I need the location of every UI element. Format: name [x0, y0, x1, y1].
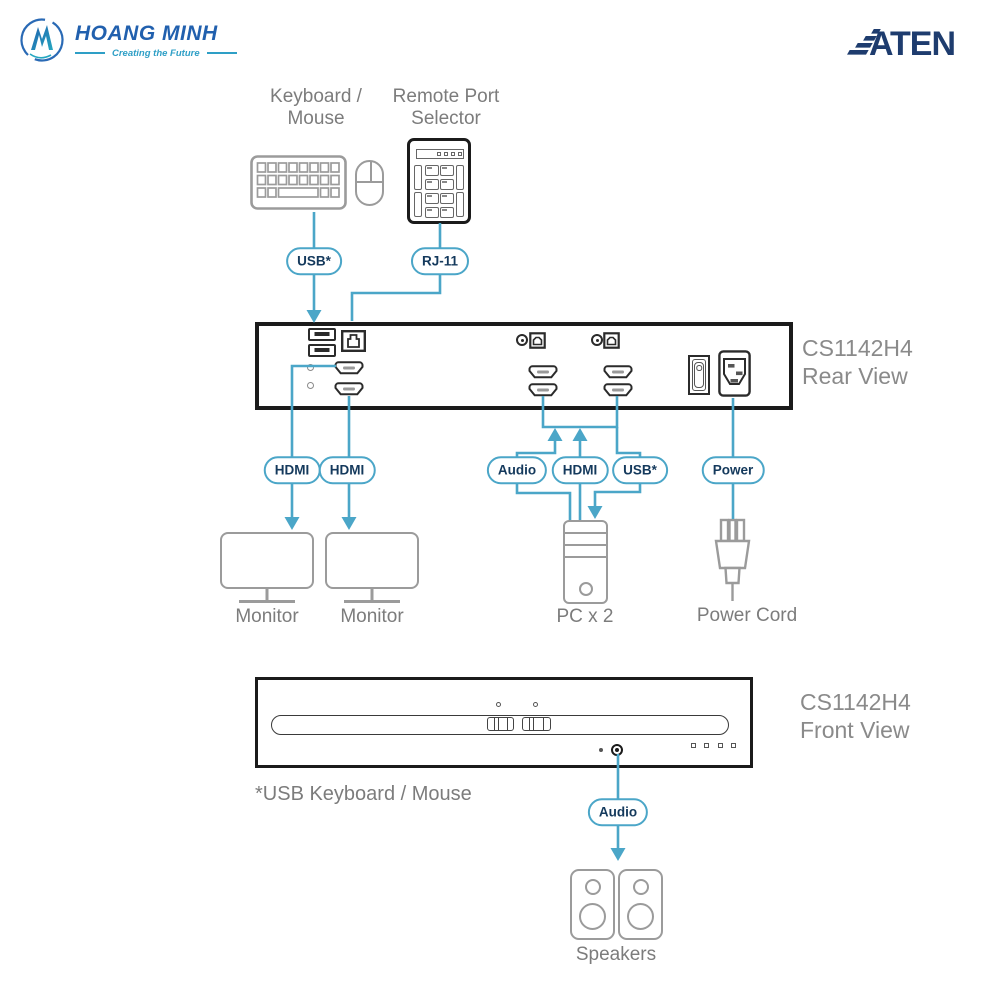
pill-usb-console: USB* — [286, 247, 342, 275]
pc1-hdmi-port-2 — [528, 383, 558, 397]
speaker-2-icon — [618, 869, 663, 940]
rear-view-text: Rear View — [802, 363, 908, 389]
pill-rj11: RJ-11 — [410, 247, 470, 275]
pill-usb-pc: USB* — [612, 456, 668, 484]
hdmi-out-port-2 — [334, 382, 364, 396]
tagline-rule-left — [75, 52, 105, 54]
front-device-label: CS1142H4 Front View — [800, 688, 911, 744]
caption-speakers: Speakers — [575, 944, 657, 965]
aten-logo: ATEN — [845, 20, 967, 67]
pc1-audio-jack — [516, 334, 528, 346]
caption-keyboard-line2: Mouse — [287, 108, 345, 129]
rear-device-label: CS1142H4 Rear View — [802, 334, 913, 390]
hdmi-out-port-1 — [334, 361, 364, 375]
port-led-1 — [496, 702, 501, 707]
caption-remote-port-selector: Remote Port Selector — [393, 86, 500, 130]
hoang-minh-logo: HOANG MINH Creating the Future — [18, 16, 237, 64]
front-model: CS1142H4 — [800, 689, 911, 715]
port-select-button-1 — [487, 717, 514, 731]
front-indicator-4 — [731, 743, 736, 748]
rear-model: CS1142H4 — [802, 335, 913, 361]
power-inlet — [718, 350, 751, 397]
pill-power: Power — [701, 456, 765, 484]
monitor-2-icon — [325, 532, 419, 603]
pill-audio-pc: Audio — [486, 456, 548, 484]
keyboard-icon — [250, 155, 347, 210]
caption-keyboard-mouse: Keyboard / Mouse — [270, 86, 362, 130]
front-mic-dot — [599, 748, 603, 752]
usb-footnote: *USB Keyboard / Mouse — [255, 783, 472, 805]
power-switch — [688, 355, 710, 395]
pill-hdmi-display-1: HDMI — [263, 456, 321, 484]
monitor-1-icon — [220, 532, 314, 603]
pc2-usb-b-port — [603, 332, 620, 349]
port-select-button-2 — [522, 717, 551, 731]
caption-monitor-1: Monitor — [235, 606, 299, 627]
hoang-minh-name: HOANG MINH — [75, 21, 218, 45]
speaker-1-icon — [570, 869, 615, 940]
front-indicator-3 — [718, 743, 723, 748]
aten-wordmark: ATEN — [869, 25, 955, 62]
front-view-text: Front View — [800, 717, 910, 743]
pc2-hdmi-port-2 — [603, 383, 633, 397]
pill-audio-front: Audio — [587, 798, 649, 826]
caption-monitor-2: Monitor — [340, 606, 404, 627]
caption-power-cord: Power Cord — [696, 605, 798, 626]
front-indicator-1 — [691, 743, 696, 748]
rj11-port — [341, 330, 366, 352]
mouse-icon — [355, 160, 384, 206]
pill-hdmi-display-2: HDMI — [318, 456, 376, 484]
hoang-minh-tagline: Creating the Future — [112, 47, 200, 59]
console-usb-ports — [308, 328, 336, 360]
pc1-hdmi-port-1 — [528, 365, 558, 379]
caption-rps-line2: Selector — [411, 108, 481, 129]
tagline-rule-right — [206, 52, 237, 54]
pill-hdmi-pc: HDMI — [551, 456, 609, 484]
caption-pc: PC x 2 — [556, 606, 614, 627]
rear-device — [255, 322, 793, 410]
caption-keyboard-line1: Keyboard / — [270, 86, 362, 107]
pc1-usb-b-port — [529, 332, 546, 349]
console-jack-1 — [307, 364, 314, 371]
front-audio-jack — [611, 744, 623, 756]
rps-top-bar — [416, 149, 464, 159]
front-indicator-2 — [704, 743, 709, 748]
port-led-2 — [533, 702, 538, 707]
pc-icon — [563, 520, 608, 604]
remote-port-selector-icon — [407, 138, 471, 224]
caption-rps-line1: Remote Port — [392, 86, 500, 107]
hoang-minh-icon — [20, 18, 64, 62]
power-cord-icon — [714, 518, 751, 601]
pc2-hdmi-port-1 — [603, 365, 633, 379]
front-device — [255, 677, 753, 768]
console-jack-2 — [307, 382, 314, 389]
pc2-audio-jack — [591, 334, 603, 346]
